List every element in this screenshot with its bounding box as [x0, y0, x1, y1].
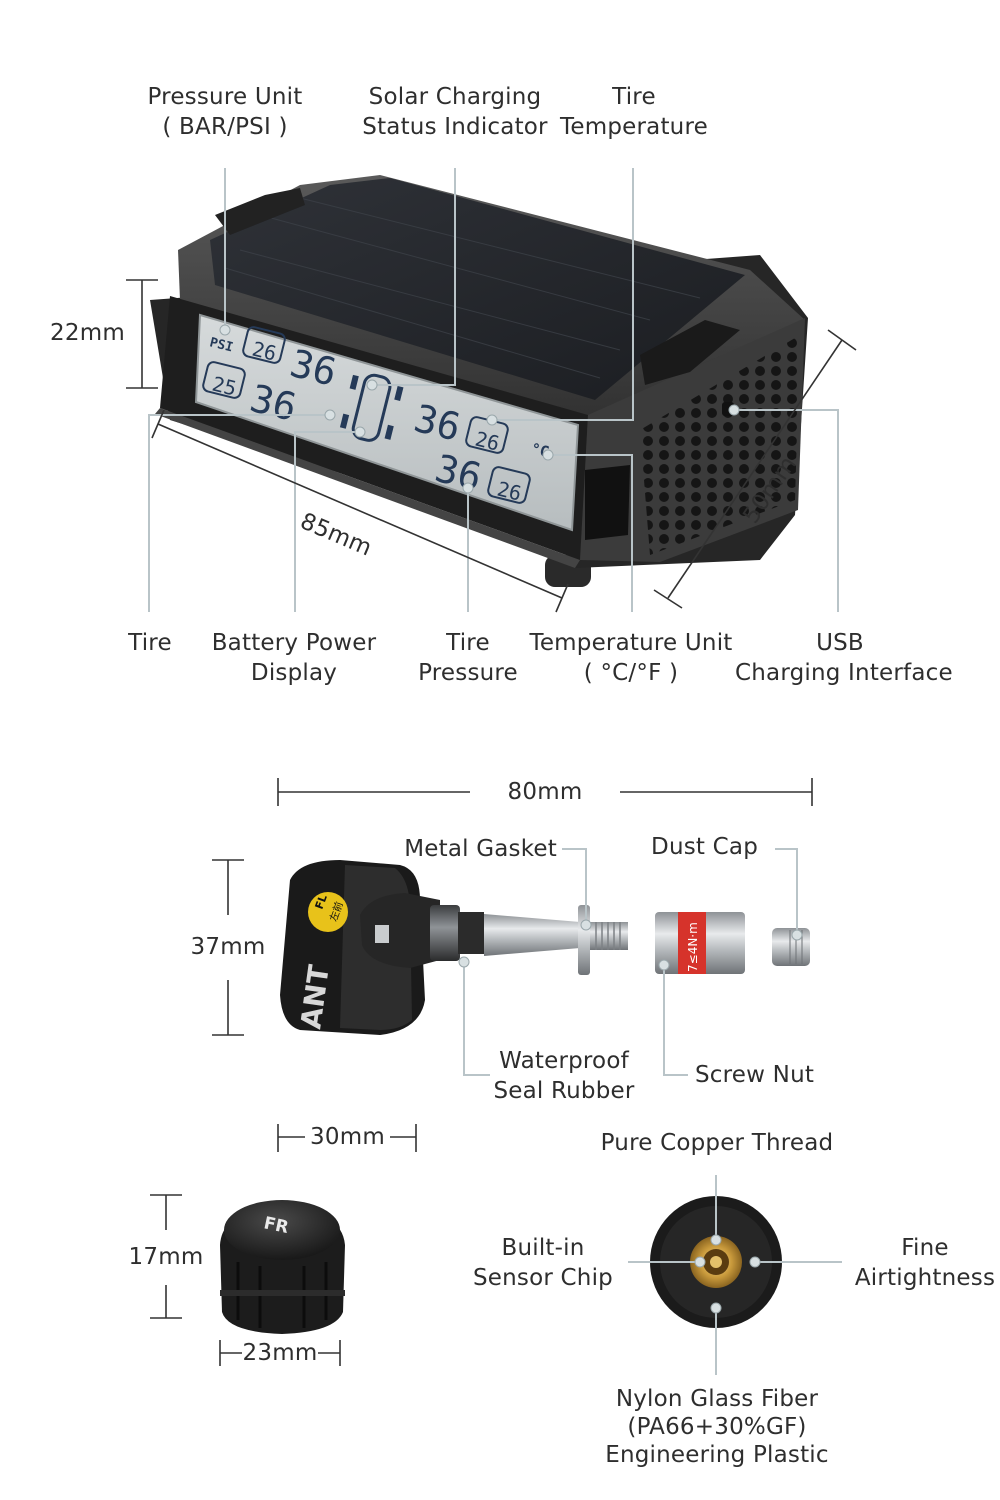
- dimension-monitor-height: 22mm: [50, 320, 125, 346]
- lcd-fl-temp: 26: [250, 337, 279, 366]
- label-screw-nut: Screw Nut: [695, 1062, 815, 1088]
- internal-dimension-lines: [212, 778, 813, 1152]
- dimension-cap-width: 23mm: [242, 1340, 318, 1366]
- lcd-rr-pressure: 36: [431, 446, 486, 500]
- label-temperature-unit: Temperature Unit( °C/°F ): [529, 630, 733, 686]
- lcd-rr-temp: 26: [495, 477, 524, 506]
- speaker-grille: [640, 335, 800, 555]
- metal-gasket-part: [578, 905, 590, 975]
- tpms-monitor: [150, 175, 808, 587]
- position-sticker: [308, 892, 348, 932]
- label-pressure-unit: Pressure Unit( BAR/PSI ): [147, 84, 303, 140]
- label-copper-thread: Pure Copper Thread: [600, 1130, 834, 1156]
- monitor-leader-dots: [219, 324, 740, 494]
- cap-bottom-view: [650, 1196, 782, 1328]
- label-material: Nylon Glass Fiber(PA66+30%GF)Engineering…: [605, 1386, 829, 1468]
- monitor-leader-lines: [148, 168, 839, 612]
- monitor-dimension-lines: [126, 279, 857, 613]
- external-cap-sensor: FR: [220, 1200, 345, 1334]
- nut-print: 7≤4N·m: [686, 922, 700, 972]
- lcd-fr-pressure: 36: [410, 396, 465, 450]
- cap-leader-lines: [628, 1175, 842, 1375]
- lcd-unit: PSI: [208, 335, 234, 355]
- label-tire: Tire: [128, 630, 172, 656]
- lcd-rl-pressure: 36: [246, 376, 301, 430]
- label-dust-cap: Dust Cap: [651, 834, 758, 860]
- external-dimension-lines: [150, 1194, 341, 1366]
- lcd-screen: [194, 313, 580, 532]
- label-metal-gasket: Metal Gasket: [404, 836, 557, 862]
- lcd-rl-temp: 25: [210, 372, 239, 401]
- dimension-sensor-height: 37mm: [190, 934, 266, 960]
- internal-leader-lines: [463, 848, 798, 1076]
- dust-cap-part: [772, 928, 810, 966]
- lcd-content: PSI 26 36 25 36 36 26 °C 36 26: [202, 326, 551, 506]
- lcd-fr-temp: 26: [473, 427, 502, 456]
- dimension-cap-height: 17mm: [128, 1244, 204, 1270]
- sensor-print-pos: FL: [313, 893, 330, 911]
- car-icon: [339, 373, 404, 442]
- dimension-sensor-width: 30mm: [310, 1124, 385, 1150]
- lcd-fl-pressure: 36: [286, 341, 341, 395]
- dimension-sensor-length: 80mm: [507, 779, 583, 805]
- internal-valve-sensor: FL 左前 ANT 7≤4N·m: [280, 860, 810, 1035]
